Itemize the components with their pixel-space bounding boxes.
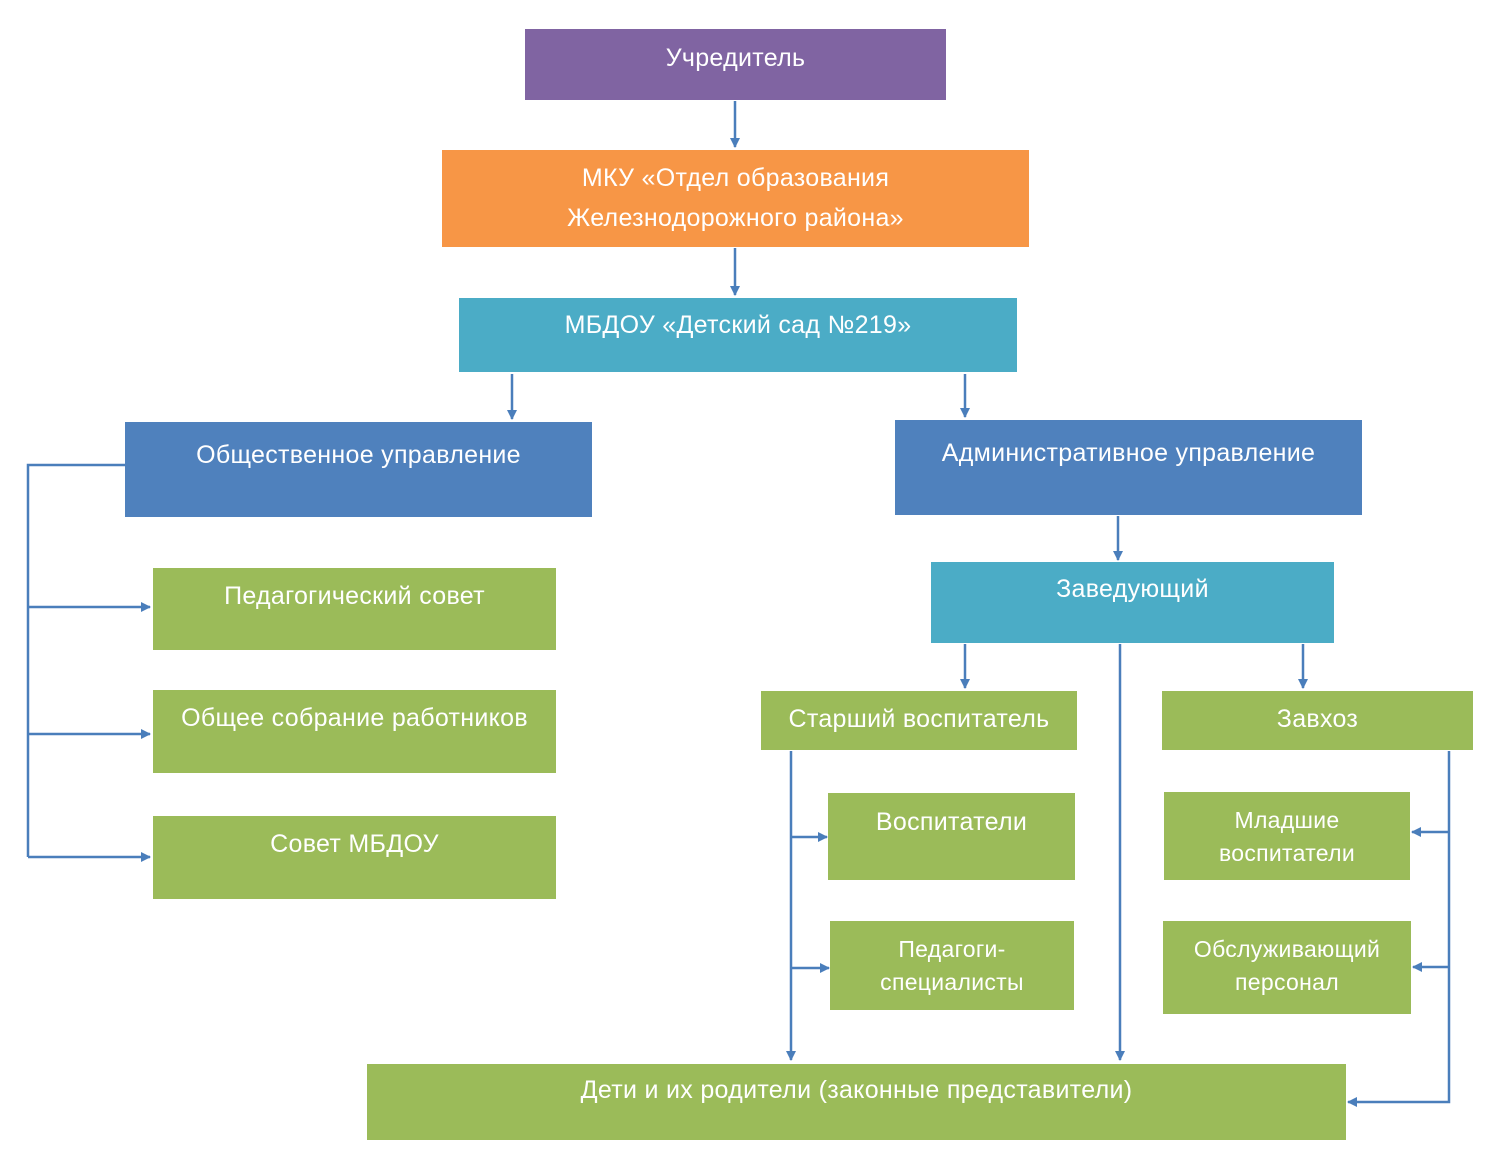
connector-public-trunk	[26, 463, 125, 857]
node-specialists-label-line1: Педагоги-	[898, 936, 1006, 962]
node-council-label: Совет МБДОУ	[270, 830, 439, 858]
connector-supply-manager-to-children	[1347, 751, 1451, 1107]
node-general-meeting: Общее собрание работников	[153, 690, 556, 773]
node-supply-manager-label: Завхоз	[1276, 705, 1359, 733]
node-junior-educators-label-line1: Младшие	[1234, 807, 1340, 833]
node-specialists: Педагоги- специалисты	[830, 921, 1074, 1010]
node-kindergarten: МБДОУ «Детский сад №219»	[459, 298, 1017, 372]
node-founder: Учредитель	[525, 29, 946, 100]
node-head-label: Заведующий	[1056, 575, 1209, 603]
node-educators: Воспитатели	[828, 793, 1075, 880]
node-junior-educators: Младшие воспитатели	[1164, 792, 1410, 880]
node-children-parents: Дети и их родители (законные представите…	[367, 1064, 1346, 1140]
node-service-staff-label-line1: Обслуживающий	[1193, 936, 1381, 962]
node-education-dept: МКУ «Отдел образования Железнодорожного …	[442, 150, 1029, 247]
node-senior-educator-label: Старший воспитатель	[788, 705, 1050, 733]
node-junior-educators-label-line2: воспитатели	[1219, 840, 1355, 866]
node-education-dept-label-line2: Железнодорожного района»	[567, 204, 904, 232]
node-supply-manager: Завхоз	[1162, 691, 1473, 750]
node-senior-educator: Старший воспитатель	[761, 691, 1077, 750]
node-administrative-management-label: Административное управление	[941, 439, 1316, 467]
node-head: Заведующий	[931, 562, 1334, 643]
node-pedagogical-council-label: Педагогический совет	[224, 582, 485, 610]
node-specialists-label-line2: специалисты	[880, 969, 1024, 995]
node-public-management: Общественное управление	[125, 422, 592, 517]
node-service-staff-label-line2: персонал	[1235, 969, 1339, 995]
node-public-management-label: Общественное управление	[196, 441, 521, 469]
node-founder-label: Учредитель	[665, 44, 806, 72]
node-general-meeting-label: Общее собрание работников	[181, 704, 528, 732]
node-educators-label: Воспитатели	[875, 808, 1028, 836]
node-administrative-management: Административное управление	[895, 420, 1362, 515]
node-kindergarten-label: МБДОУ «Детский сад №219»	[564, 311, 912, 339]
node-children-parents-label: Дети и их родители (законные представите…	[580, 1076, 1133, 1104]
node-pedagogical-council: Педагогический совет	[153, 568, 556, 650]
node-council: Совет МБДОУ	[153, 816, 556, 899]
node-service-staff: Обслуживающий персонал	[1163, 921, 1411, 1014]
node-education-dept-label-line1: МКУ «Отдел образования	[581, 164, 890, 192]
